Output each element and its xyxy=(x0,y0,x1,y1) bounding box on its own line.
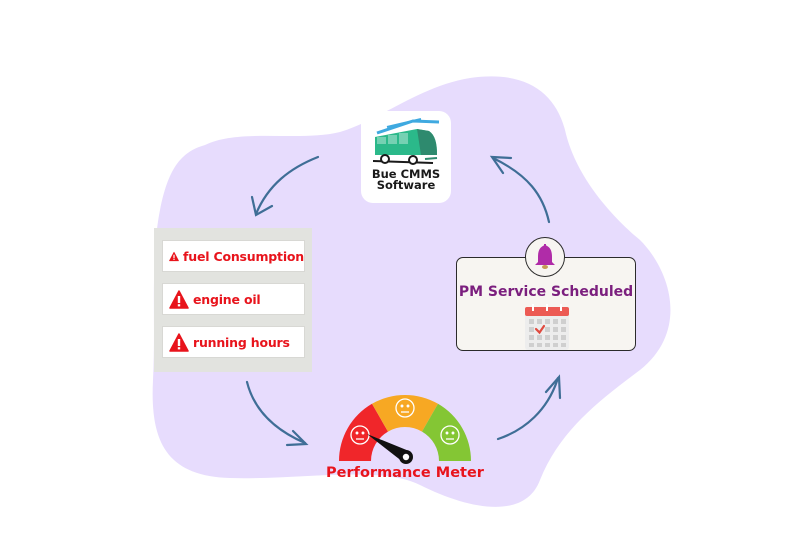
warning-icon xyxy=(169,251,179,261)
alert-label: fuel Consumption xyxy=(183,248,304,264)
gauge-segment-average xyxy=(372,394,438,432)
alert-label: engine oil xyxy=(193,291,261,307)
arrow-cmms-to-alerts-head xyxy=(250,195,274,217)
performance-meter-label: Performance Meter xyxy=(326,465,484,481)
cmms-software-card: Bue CMMS Software xyxy=(361,111,451,203)
maintenance-alerts-panel: fuel Consumption engine oil running hour… xyxy=(154,228,312,372)
neutral-face-icon xyxy=(395,398,415,418)
cmms-label-line1: Bue CMMS xyxy=(371,167,441,181)
calendar-icon xyxy=(525,304,569,350)
bus-icon xyxy=(373,118,440,165)
cmms-label: Bue CMMS Software xyxy=(361,167,451,192)
neutral-face-icon xyxy=(350,425,370,445)
cmms-label-line2: Software xyxy=(376,178,436,192)
alert-label: running hours xyxy=(193,334,290,350)
arrow-meter-to-pm xyxy=(496,376,560,441)
pm-service-title: PM Service Scheduled xyxy=(458,284,634,300)
arrow-cmms-to-alerts xyxy=(254,155,320,216)
warning-icon xyxy=(169,332,189,352)
bell-badge xyxy=(525,237,565,277)
warning-icon xyxy=(169,289,189,309)
alert-item-engine-oil: engine oil xyxy=(162,283,305,315)
arrow-meter-to-pm-head xyxy=(544,374,562,400)
performance-meter-gauge xyxy=(339,394,471,464)
arrow-alerts-to-meter xyxy=(245,380,307,445)
alert-item-running-hours: running hours xyxy=(162,326,305,358)
arrow-pm-to-cmms xyxy=(491,156,551,224)
arrow-alerts-to-meter-head xyxy=(285,429,309,447)
alert-item-fuel-consumption: fuel Consumption xyxy=(162,240,305,272)
bell-icon xyxy=(535,244,555,269)
arrow-pm-to-cmms-head xyxy=(489,155,513,175)
gauge-needle xyxy=(367,434,413,464)
neutral-face-icon xyxy=(440,425,460,445)
